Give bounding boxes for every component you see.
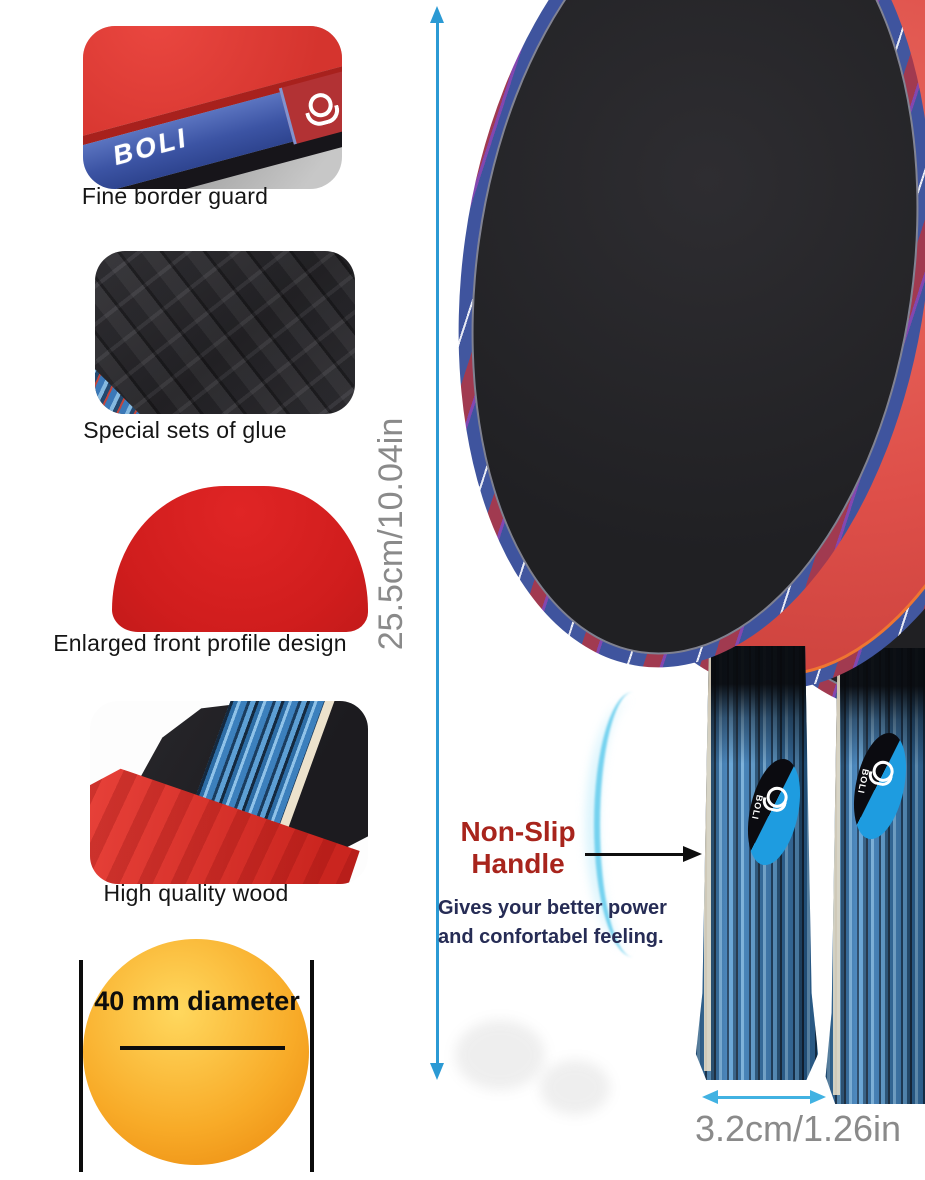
background-smudge [455, 1020, 545, 1090]
glue-rubber-photo [95, 251, 355, 414]
front-profile-shape [112, 486, 368, 632]
caption-profile: Enlarged front profile design [53, 630, 347, 656]
callout-pointer-arrow [585, 853, 685, 856]
description-line-2: and confortabel feeling. [438, 926, 664, 948]
wood-handle-photo [90, 701, 368, 884]
description-line-1: Gives your better power [438, 897, 667, 919]
border-guard-photo: BOLI [83, 26, 342, 189]
diameter-bracket-right [310, 960, 314, 1172]
ping-pong-ball [83, 939, 309, 1165]
caption-wood: High quality wood [103, 880, 289, 906]
paddle-edge-closeup: BOLI [83, 26, 342, 189]
non-slip-handle-description: Gives your better power and confortabel … [438, 894, 673, 952]
handle-width-label: 3.2cm/1.26in [694, 1108, 902, 1149]
width-arrow-right-head [810, 1090, 826, 1104]
blade-height-label: 25.5cm/10.04in [372, 417, 410, 651]
handle-highlight-arc [594, 692, 672, 957]
paddle-2-handle: BOLI [825, 648, 925, 1104]
caption-glue: Special sets of glue [83, 417, 287, 443]
vertical-arrow-top-head [430, 6, 444, 23]
width-arrow-left-head [702, 1090, 718, 1104]
brand-figure-icon [764, 784, 790, 810]
vertical-arrow-bottom-head [430, 1063, 444, 1080]
vertical-measure-arrow [436, 20, 439, 1068]
brand-figure-icon [305, 90, 335, 121]
diameter-line [120, 1046, 285, 1050]
brand-figure-icon [870, 758, 896, 784]
diameter-bracket-left [79, 960, 83, 1172]
handle-wood-edge [703, 654, 711, 1072]
background-smudge [540, 1060, 610, 1115]
handle-badge: BOLI [845, 728, 915, 844]
blade-corner-sliver [95, 369, 140, 414]
caption-border-guard: Fine border guard [81, 183, 269, 209]
paddle-1-handle: BOLI [695, 646, 819, 1080]
callout-pointer-arrowhead [683, 846, 702, 862]
handle-wood-edge [832, 657, 840, 1095]
ball-diameter-label: 40 mm diameter [94, 986, 300, 1016]
handle-width-arrow [716, 1096, 812, 1099]
handle-badge: BOLI [739, 754, 809, 870]
non-slip-handle-title: Non-Slip Handle [460, 816, 576, 879]
